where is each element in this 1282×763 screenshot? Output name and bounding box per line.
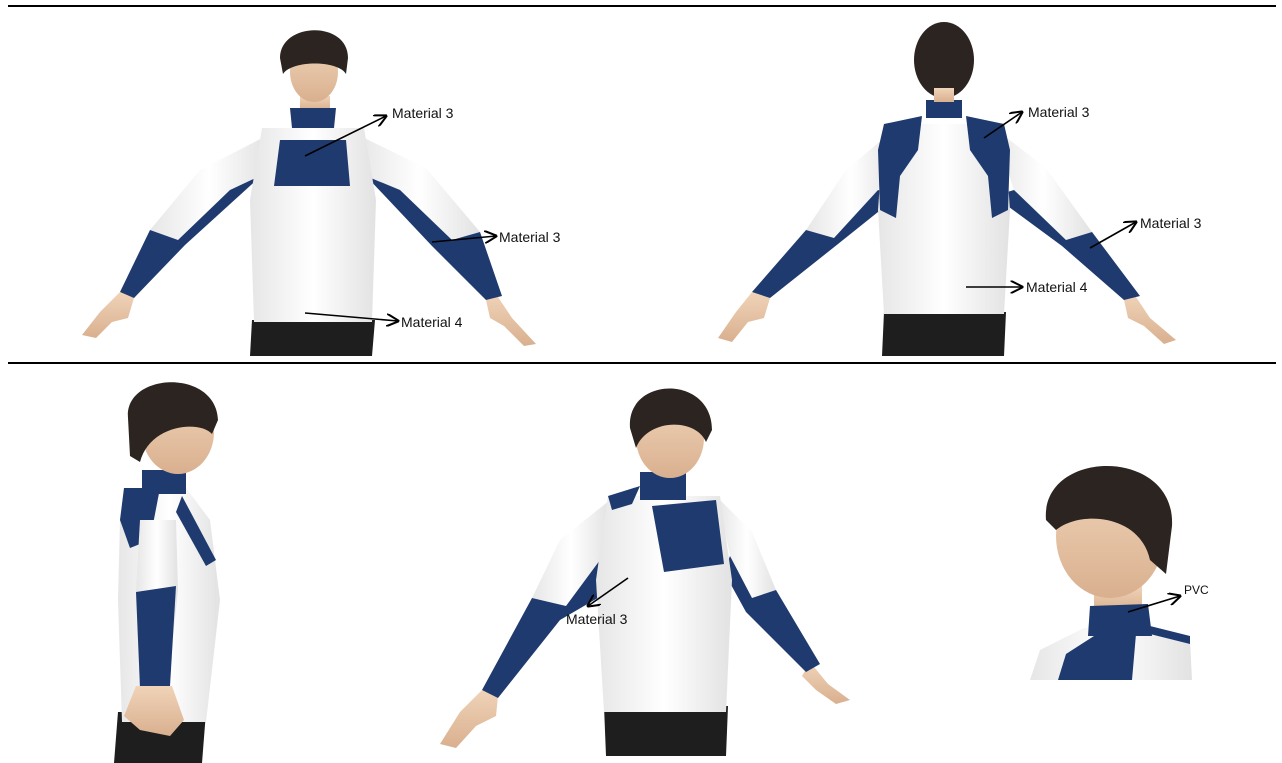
callout-label: Material 3 (499, 229, 561, 245)
arrow (1090, 222, 1136, 248)
callout-label: Material 3 (1028, 104, 1090, 120)
callout-label: Material 3 (1140, 215, 1202, 231)
closeup-avatar (1030, 466, 1192, 680)
callout-label: PVC (1184, 583, 1209, 597)
callout-label: Material 4 (401, 314, 463, 330)
back-view-avatar (718, 22, 1176, 356)
callout-label: Material 3 (566, 611, 628, 627)
callout-label: Material 3 (392, 105, 454, 121)
front-view-avatar (82, 30, 536, 356)
three-quarter-view-avatar (440, 389, 850, 757)
callout-label: Material 4 (1026, 279, 1088, 295)
side-view-avatar (114, 382, 220, 763)
